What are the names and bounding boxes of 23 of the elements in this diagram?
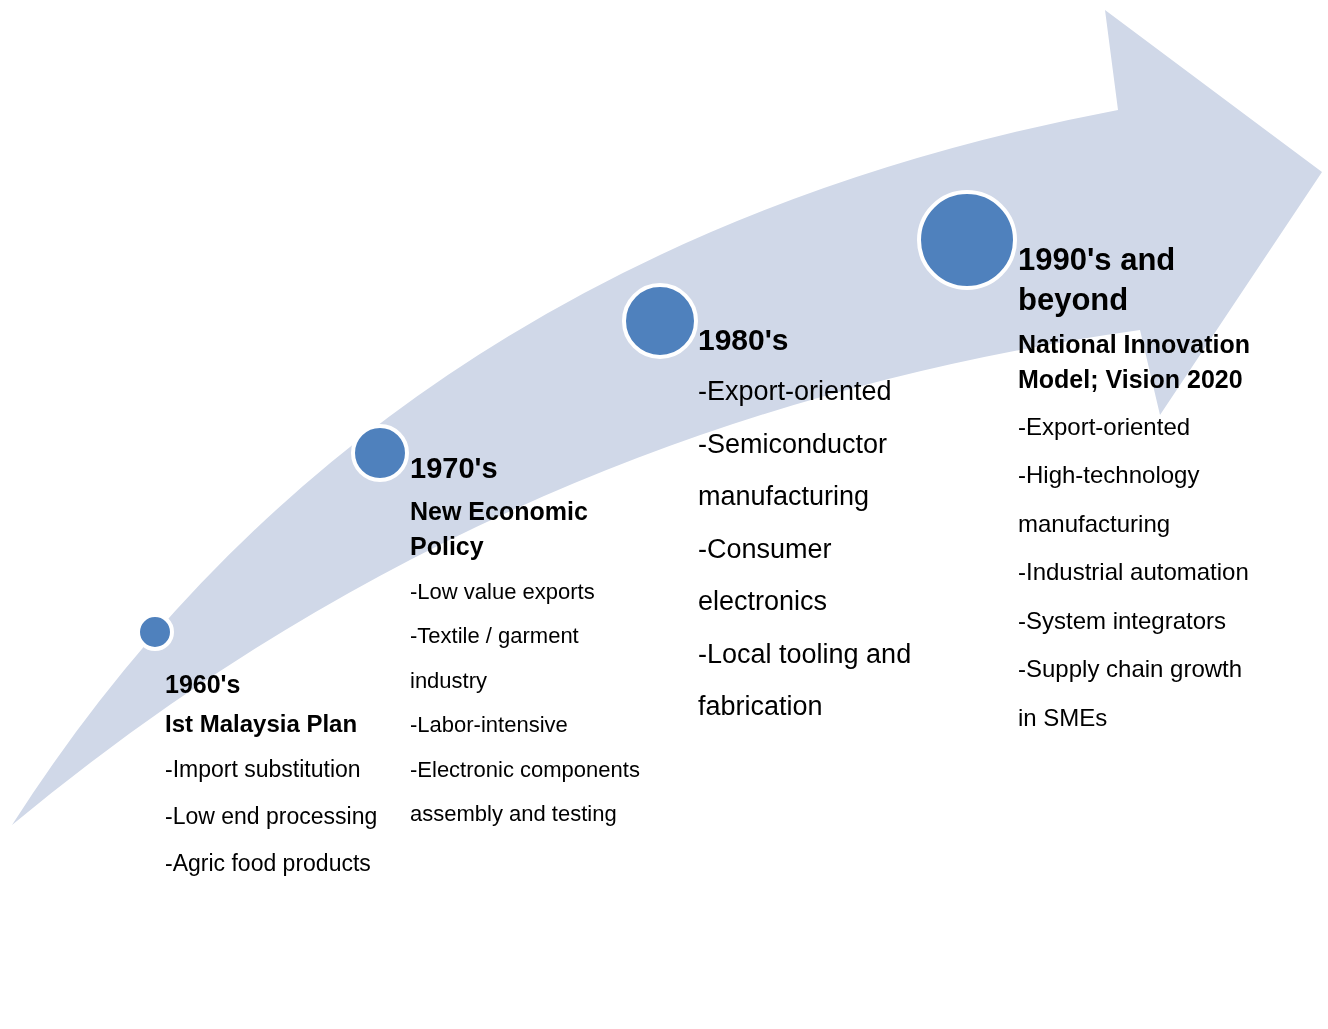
list-item: -Local tooling and fabrication	[698, 637, 913, 723]
period-heading: 1980's	[698, 322, 790, 358]
list-item: -Textile / garment industry	[410, 622, 580, 695]
list-item: -Low value exports	[410, 577, 596, 606]
period-heading: 1990's and beyond	[1018, 241, 1177, 320]
list-item: -Labor-intensive	[410, 711, 569, 740]
list-item: -Agric food products	[165, 849, 372, 879]
period-heading: 1970's	[410, 451, 499, 486]
period-heading: 1960's	[165, 669, 242, 700]
list-item: -Import substitution	[165, 755, 362, 785]
list-item: -System integrators	[1018, 605, 1228, 636]
list-item: -Electronic components assembly and testing	[410, 755, 641, 829]
list-item: -Semiconductor manufacturing	[698, 427, 889, 513]
policy-title: Ist Malaysia Plan	[165, 708, 359, 739]
list-item: -Consumer electronics	[698, 532, 833, 618]
list-item: -Export-oriented	[698, 375, 893, 408]
list-item: -Industrial automation	[1018, 557, 1250, 588]
list-item: -Supply chain growth in SMEs	[1018, 654, 1244, 733]
policy-title: National Innovation Model; Vision 2020	[1018, 328, 1251, 395]
list-item: -Export-oriented	[1018, 411, 1192, 442]
list-item: -Low end processing	[165, 802, 379, 832]
policy-title: New Economic Policy	[410, 495, 589, 562]
list-item: -High-technology manufacturing	[1018, 460, 1201, 539]
